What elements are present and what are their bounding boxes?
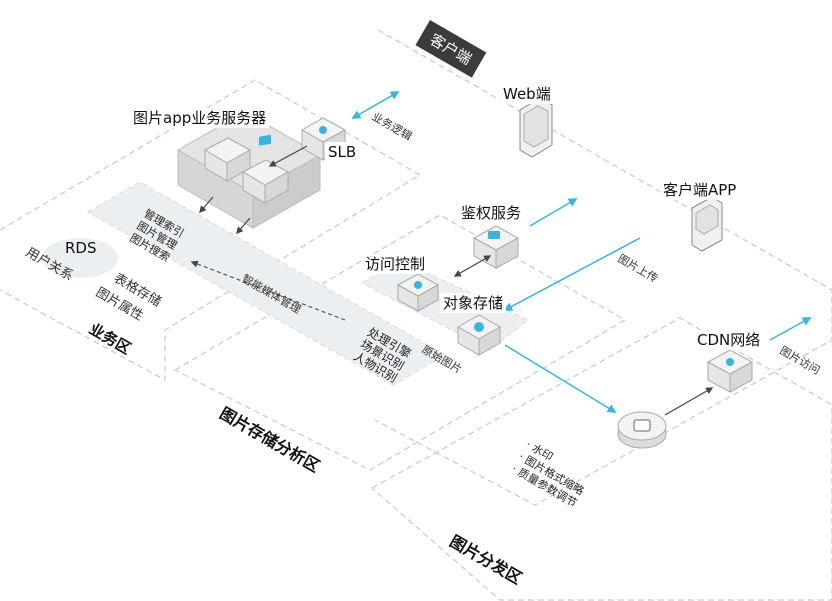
server-down-arrow-1 [199,196,214,214]
business-logic-arrow [351,91,400,119]
web-label: Web端 [500,84,554,104]
web-device-icon [519,97,553,158]
client-app-label: 客户端APP [660,180,740,200]
cdn-label: CDN网络 [694,330,764,350]
oss-icon [456,314,502,356]
slb-label: SLB [325,142,360,162]
image-processing-icon [617,411,667,449]
client-app-device-icon [691,196,723,252]
rds-label: RDS [65,239,97,257]
access-auth-arrow [453,255,492,277]
auth-label: 鉴权服务 [458,203,525,223]
cdn-icon [706,349,754,393]
distribution-zone-outline [370,317,832,601]
oss-to-process-arrow [504,344,617,413]
business-zone-outline [0,79,422,382]
app-server-label: 图片app业务服务器 [130,108,270,128]
access-control-label: 访问控制 [362,254,429,274]
image-upload-arrow [503,237,641,311]
auth-to-client-arrow [529,198,578,227]
rds-area [42,238,118,278]
media-management-arrow [190,260,346,321]
cdn-to-client-arrow [769,317,812,341]
slb-to-server-arrow [268,145,308,167]
oss-label: 对象存储 [440,293,507,313]
process-to-cdn-arrow [664,387,714,416]
storage-zone-outline [173,214,627,471]
server-cube-2 [241,135,290,204]
access-control-icon [396,273,440,312]
client-zone-outline [374,29,832,506]
server-down-arrow-2 [236,217,251,235]
media-processing-band [86,181,447,386]
